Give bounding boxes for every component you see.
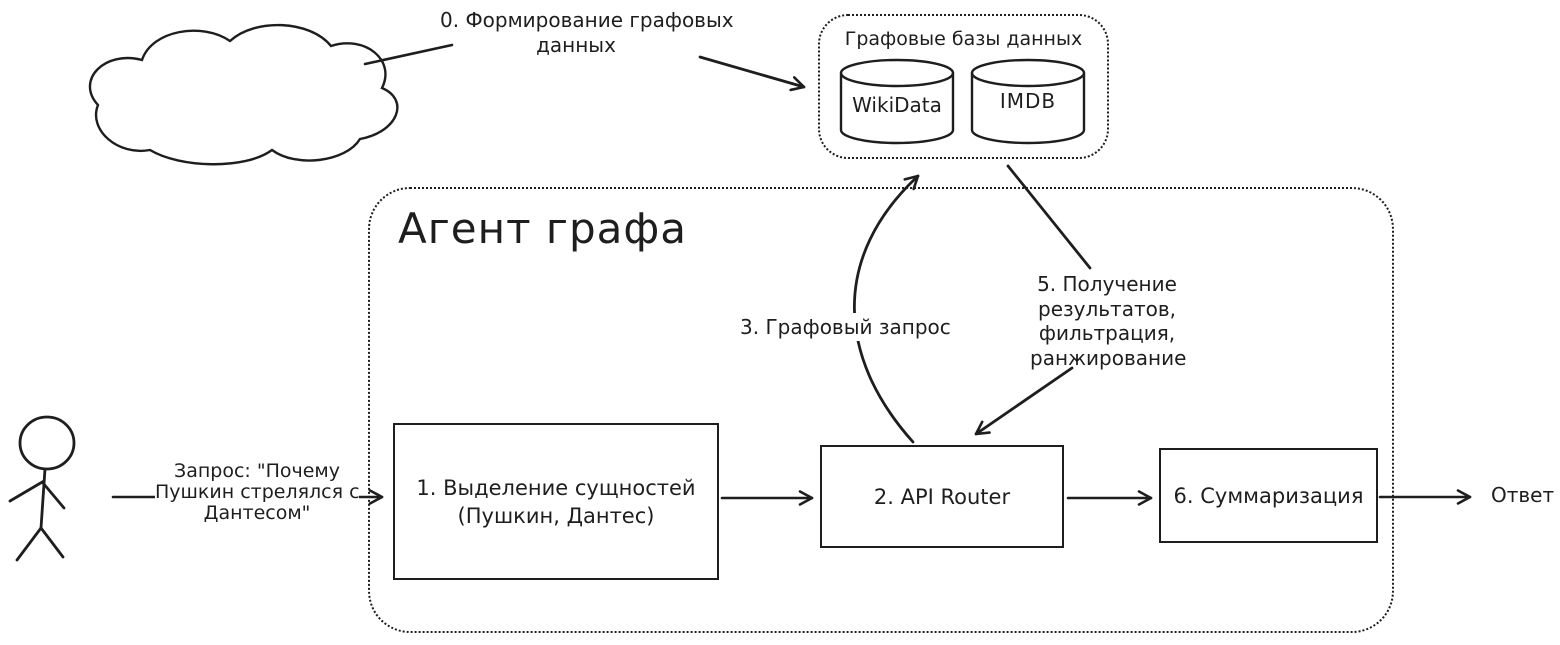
api-router-label: 2. API Router — [873, 484, 1011, 509]
edge-results-arrow-lower[interactable] — [974, 366, 1074, 436]
user-query-line2: Пушкин стрелялся с — [155, 481, 360, 503]
entity-extraction-line1: 1. Выделение сущностей — [416, 475, 696, 500]
edge-step0-label-line1: 0. Формирование графовых — [440, 8, 734, 32]
entity-extraction-line2: (Пушкин, Дантес) — [457, 503, 655, 528]
step-box-api-router[interactable]: 2. API Router — [820, 445, 1064, 548]
edge-graph-query-label[interactable]: 3. Графовый запрос — [736, 313, 955, 341]
graph-agent-container[interactable] — [368, 187, 1394, 633]
edge-step0-label[interactable]: 0. Формирование графовых данных — [440, 8, 734, 58]
edge-results-line3: фильтрация, — [1038, 321, 1176, 345]
edge-cloud-to-step0-line[interactable] — [363, 43, 454, 66]
graph-databases-container[interactable] — [818, 14, 1109, 159]
graph-databases-title: Графовые базы данных — [844, 28, 1083, 50]
edge-graph-query-arrow[interactable] — [853, 174, 920, 444]
edge-results-label[interactable]: 5. Получение результатов, фильтрация, ра… — [1030, 272, 1187, 370]
answer-label[interactable]: Ответ — [1491, 483, 1555, 507]
graph-agent-title: Агент графа — [398, 204, 688, 253]
edge-results-line4: ранжирование — [1030, 345, 1187, 370]
user-query-line3: Дантесом" — [203, 502, 311, 524]
wikidata-label: WikiData — [852, 93, 942, 117]
imdb-label: IMDB — [999, 89, 1057, 113]
edge-results-arrow-upper[interactable] — [1006, 164, 1092, 270]
step-box-summarization[interactable]: 6. Суммаризация — [1159, 448, 1378, 543]
edge-step0-to-databases-arrow[interactable] — [698, 55, 806, 92]
edge-results-line1: 5. Получение — [1037, 272, 1177, 296]
person-icon[interactable] — [8, 415, 76, 562]
edge-results-line2: результатов, — [1038, 296, 1176, 321]
step-box-entity-extraction[interactable]: 1. Выделение сущностей (Пушкин, Дантес) — [393, 423, 719, 580]
user-query-line1: Запрос: "Почему — [174, 460, 340, 482]
summarization-label: 6. Суммаризация — [1173, 483, 1364, 508]
edge-step0-label-line2: данных — [536, 33, 616, 57]
cloud-icon[interactable] — [88, 23, 399, 166]
user-query-label[interactable]: Запрос: "Почему Пушкин стрелялся с Данте… — [155, 460, 360, 525]
